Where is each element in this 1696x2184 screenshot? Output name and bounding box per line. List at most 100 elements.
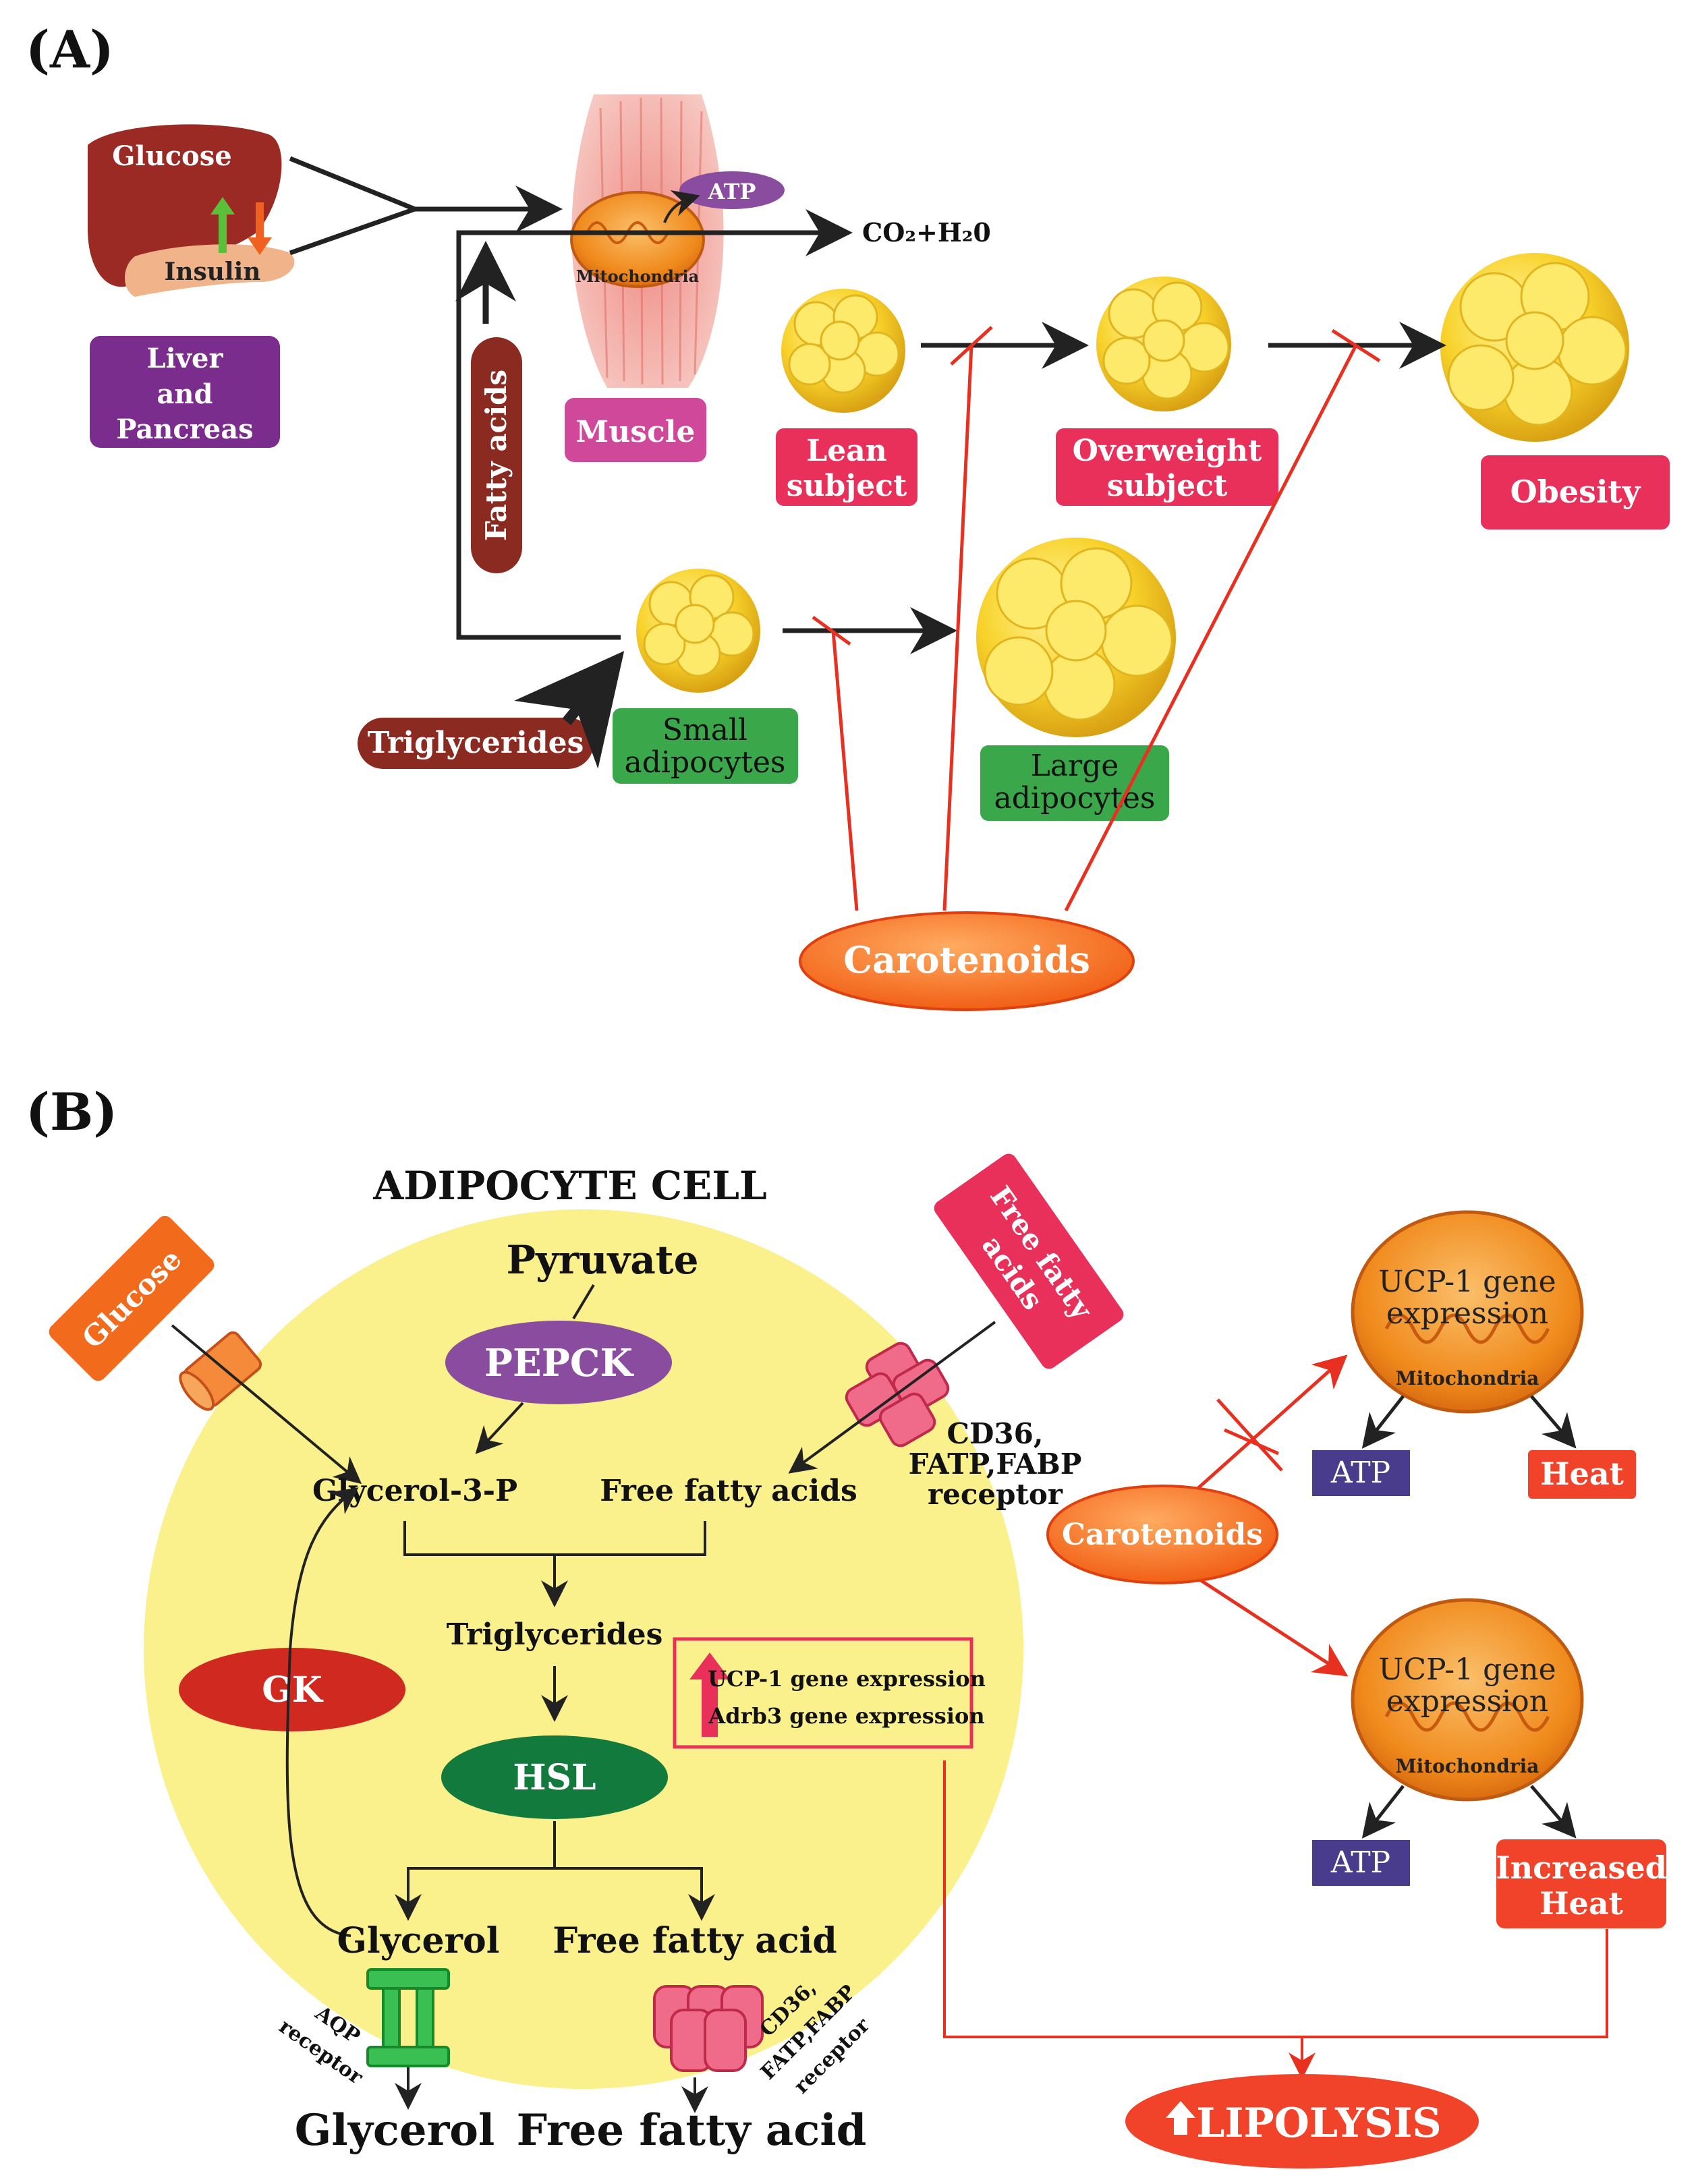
pancreas-icon xyxy=(125,244,295,297)
mitochondria-bottom-icon xyxy=(1351,1598,1584,1802)
heat-label: Heat xyxy=(1540,1456,1624,1492)
liver-icon xyxy=(88,124,282,287)
gk-label: GK xyxy=(262,1669,323,1711)
carotenoids-label-b: Carotenoids xyxy=(1062,1518,1263,1552)
ucp-inside-box xyxy=(673,1637,973,1749)
ffa-in-arrow xyxy=(788,1321,996,1474)
muscle-atp-label: ATP xyxy=(708,179,756,204)
panel-a: (A) Glucose Insulin Liver and Pancreas xyxy=(26,20,1670,1011)
panel-b: (B) ADIPOCYTE CELL Glucose Pyruvate PEPC… xyxy=(26,1082,1667,2168)
pepck-ellipse xyxy=(445,1321,672,1404)
glucose-arrow xyxy=(171,1324,362,1485)
carotenoids-label-a: Carotenoids xyxy=(843,938,1090,981)
fatty-acids-label: Fatty acids xyxy=(480,370,513,541)
adipocyte-title: ADIPOCYTE CELL xyxy=(372,1163,767,1209)
mito-bottom-line2: expression xyxy=(1386,1684,1548,1719)
lean-line2: subject xyxy=(787,469,907,503)
liver-pancreas-illustration: Glucose Insulin xyxy=(88,124,295,297)
carotenoids-ellipse-a xyxy=(799,911,1135,1011)
ffa-bottom-inside-label: Free fatty acid xyxy=(553,1920,837,1961)
pepck-arrow xyxy=(475,1402,524,1454)
small-line1: Small xyxy=(662,713,747,747)
ffa-out-label: Free fatty acid xyxy=(517,2105,867,2156)
panel-a-label: (A) xyxy=(26,20,114,80)
aqp-receptor-icon xyxy=(366,1968,450,2067)
glucose-box: Glucose xyxy=(49,1215,215,1381)
triglycerides-inside-label: Triglycerides xyxy=(447,1617,663,1652)
adipocyte-cell xyxy=(144,1209,1023,2089)
triglycerides-arrow xyxy=(514,651,625,769)
mito-bottom-sub: Mitochondria xyxy=(1396,1755,1539,1777)
ucp-inside-line2: Adrb3 gene expression xyxy=(708,1703,984,1729)
atp-bottom-box xyxy=(1312,1840,1410,1886)
ucp-inside-line1: UCP-1 gene expression xyxy=(708,1666,986,1692)
mitochondria-top-icon xyxy=(1351,1210,1584,1414)
ffa-inside-label: Free fatty acids xyxy=(600,1474,857,1508)
overweight-fat-cluster xyxy=(1096,277,1231,411)
atp-top-box xyxy=(1312,1450,1410,1496)
carotenoid-inhibition-lines xyxy=(812,326,1381,912)
lean-fat-cluster xyxy=(781,289,905,413)
mito-top-line2: expression xyxy=(1386,1296,1548,1331)
carotenoids-ellipse-b xyxy=(1046,1485,1278,1584)
overweight-subject-box xyxy=(1056,428,1278,506)
hsl-ellipse xyxy=(441,1735,668,1819)
pepck-label: PEPCK xyxy=(484,1341,634,1385)
pyruvate-line xyxy=(572,1284,595,1320)
increased-heat-box xyxy=(1496,1839,1666,1928)
muscle-box xyxy=(565,398,706,462)
mito-output-arrows xyxy=(1361,1395,1577,1839)
triglycerides-label: Triglycerides xyxy=(368,726,584,760)
heat-box xyxy=(1528,1450,1636,1499)
lean-subject-box xyxy=(776,428,917,506)
pyruvate-label: Pyruvate xyxy=(506,1237,698,1283)
cd36-receptor-bottom-icon xyxy=(653,1985,764,2072)
hsl-label: HSL xyxy=(513,1757,596,1798)
glycerol-inside-label: Glycerol xyxy=(337,1920,500,1961)
muscle-illustration: Mitochondria ATP xyxy=(570,94,785,388)
lipolysis-ellipse xyxy=(1125,2074,1479,2168)
carotenoid-effect-arrows xyxy=(1183,1354,1349,1677)
small-line2: adipocytes xyxy=(625,745,786,780)
lipolysis-connector xyxy=(943,1760,1608,2038)
receptor-top-line2: FATP,FABP xyxy=(909,1447,1082,1481)
lipolysis-label: LIPOLYSIS xyxy=(1196,2100,1442,2147)
liver-to-muscle-arrows xyxy=(289,156,563,256)
obesity-label: Obesity xyxy=(1510,473,1641,510)
atp-bottom-label: ATP xyxy=(1330,1845,1390,1880)
down-arrowhead-icon xyxy=(248,237,272,255)
mito-top-sub: Mitochondria xyxy=(1396,1367,1539,1389)
atp-bubble xyxy=(679,171,785,209)
obesity-box xyxy=(1481,455,1670,529)
up-arrowhead-icon xyxy=(210,197,235,214)
cd36-receptor-top-icon xyxy=(845,1342,950,1447)
glucose-label: Glucose xyxy=(112,140,231,172)
muscle-mitochondria-label: Mitochondria xyxy=(576,266,699,286)
lipolysis-up-icon xyxy=(1166,2101,1195,2135)
increased-heat-line2: Heat xyxy=(1539,1885,1624,1922)
large-line1: Large xyxy=(1031,749,1119,783)
liver-pancreas-box xyxy=(90,336,280,448)
receptor-top-line1: CD36, xyxy=(947,1417,1044,1450)
small-adipocytes-box xyxy=(613,708,798,784)
mito-top-line1: UCP-1 gene xyxy=(1378,1265,1556,1299)
liver-pancreas-line1: Liver xyxy=(146,343,223,374)
glycerol-recycle-arrow xyxy=(285,1487,359,1937)
free-fatty-acids-box: Free fatty acids xyxy=(934,1153,1124,1369)
atp-top-label: ATP xyxy=(1330,1456,1390,1490)
increase-arrow-icon xyxy=(689,1653,730,1737)
fatty-acids-pill xyxy=(471,337,522,573)
mito-bottom-line1: UCP-1 gene xyxy=(1378,1653,1556,1687)
overweight-line1: Overweight xyxy=(1073,434,1262,468)
obesity-fat-cluster xyxy=(1440,253,1629,442)
liver-pancreas-line2: and xyxy=(157,378,213,410)
glycerol-out-label: Glycerol xyxy=(295,2105,495,2156)
large-adipocyte-cluster xyxy=(976,538,1176,737)
panel-b-label: (B) xyxy=(26,1082,117,1142)
increased-heat-line1: Increased xyxy=(1496,1849,1667,1886)
receptor-top-line3: receptor xyxy=(928,1478,1063,1511)
co2-label: CO₂+H₂0 xyxy=(862,217,991,248)
muscle-label: Muscle xyxy=(576,415,696,449)
liver-pancreas-line3: Pancreas xyxy=(116,413,253,445)
overweight-line2: subject xyxy=(1107,469,1228,503)
